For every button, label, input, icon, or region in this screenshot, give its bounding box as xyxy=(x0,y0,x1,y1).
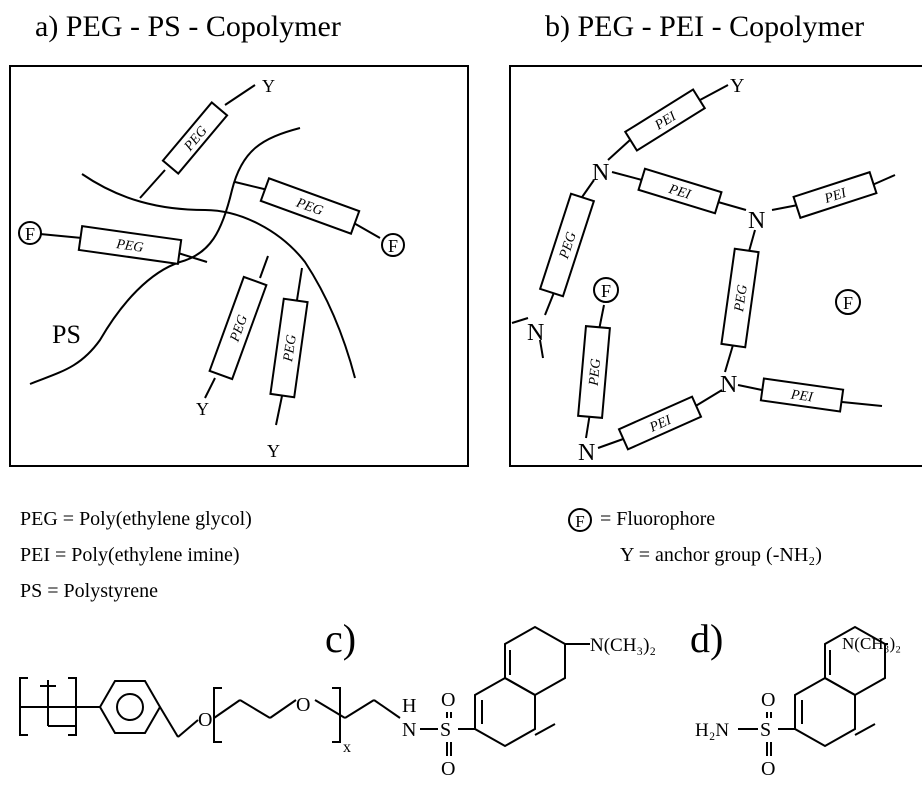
nitrogen-node: N xyxy=(720,372,737,398)
legend-fluorophore: = Fluorophore xyxy=(600,508,716,530)
nitrogen-node: N xyxy=(592,160,609,186)
svg-text:PEG: PEG xyxy=(281,334,300,364)
svg-text:O: O xyxy=(441,689,455,711)
frame-a xyxy=(9,65,469,467)
nitrogen-node: N xyxy=(748,208,765,234)
svg-text:F: F xyxy=(25,224,35,244)
anchor-y: Y xyxy=(730,75,744,97)
svg-text:x: x xyxy=(343,739,351,756)
legend-peg: PEG = Poly(ethylene glycol) xyxy=(20,508,252,530)
dimethylamino-label: N(CH₃)₂ xyxy=(842,634,902,653)
pei-block: PEI xyxy=(792,170,878,220)
fluorophore-legend-icon: F xyxy=(568,508,592,532)
peg-block: PEG xyxy=(538,192,596,298)
legend-anchor: Y = anchor group (-NH₂) xyxy=(620,544,822,566)
svg-text:PEI: PEI xyxy=(822,186,850,208)
svg-text:H: H xyxy=(402,695,416,717)
peg-block: PEG xyxy=(720,247,760,349)
svg-text:PEG: PEG xyxy=(114,237,144,256)
svg-text:O: O xyxy=(296,694,310,716)
title-a: a) PEG - PS - Copolymer xyxy=(35,10,341,43)
pei-block: PEI xyxy=(617,395,703,451)
fluorophore-marker: F xyxy=(381,233,405,257)
svg-text:F: F xyxy=(388,236,398,256)
peg-block: PEG xyxy=(208,275,268,381)
svg-text:O: O xyxy=(761,758,775,780)
ps-backbone-curve-2 xyxy=(81,173,356,379)
ps-backbone-curve xyxy=(29,127,301,385)
svg-text:S: S xyxy=(440,719,451,741)
legend-ps: PS = Polystyrene xyxy=(20,580,158,602)
anchor-y: Y xyxy=(262,76,275,96)
chem-structure-c: O O x H N S O O N(CH₃)₂ xyxy=(19,625,656,780)
peg-block: PEG xyxy=(269,297,309,399)
svg-text:F: F xyxy=(843,293,853,313)
svg-text:PEI: PEI xyxy=(789,387,815,405)
chem-structure-d: H₂N S O O xyxy=(695,625,888,780)
label-c: c) xyxy=(325,616,357,661)
svg-text:PEG: PEG xyxy=(732,284,751,314)
nitrogen-node: N xyxy=(578,440,595,466)
title-b: b) PEG - PEI - Copolymer xyxy=(545,10,865,43)
svg-text:F: F xyxy=(601,281,611,301)
peg-block: PEG xyxy=(161,101,229,175)
fluorophore-marker: F xyxy=(18,221,42,245)
svg-text:O: O xyxy=(761,689,775,711)
svg-text:PEI: PEI xyxy=(666,182,693,203)
nitrogen-node: N xyxy=(527,320,544,346)
pei-block: PEI xyxy=(759,377,845,413)
pei-block: PEI xyxy=(637,167,723,215)
ps-label: PS xyxy=(52,320,81,349)
svg-text:H₂N: H₂N xyxy=(695,720,729,741)
svg-text:PEG: PEG xyxy=(587,358,604,387)
anchor-y: Y xyxy=(267,441,280,461)
svg-text:F: F xyxy=(575,512,584,531)
pei-block: PEI xyxy=(623,88,707,152)
peg-block: PEG xyxy=(577,325,611,419)
anchor-y: Y xyxy=(196,399,209,419)
fluorophore-marker: F xyxy=(835,289,861,315)
peg-block: PEG xyxy=(77,225,183,265)
svg-text:S: S xyxy=(760,719,771,741)
label-d: d) xyxy=(690,616,724,661)
peg-block: PEG xyxy=(259,177,361,235)
fluorophore-marker: F xyxy=(593,277,619,303)
svg-text:N: N xyxy=(402,719,416,741)
svg-text:O: O xyxy=(441,758,455,780)
legend-pei: PEI = Poly(ethylene imine) xyxy=(20,544,240,566)
svg-text:N(CH₃)₂: N(CH₃)₂ xyxy=(590,635,656,656)
frame-b xyxy=(509,65,922,467)
svg-text:O: O xyxy=(198,709,212,731)
